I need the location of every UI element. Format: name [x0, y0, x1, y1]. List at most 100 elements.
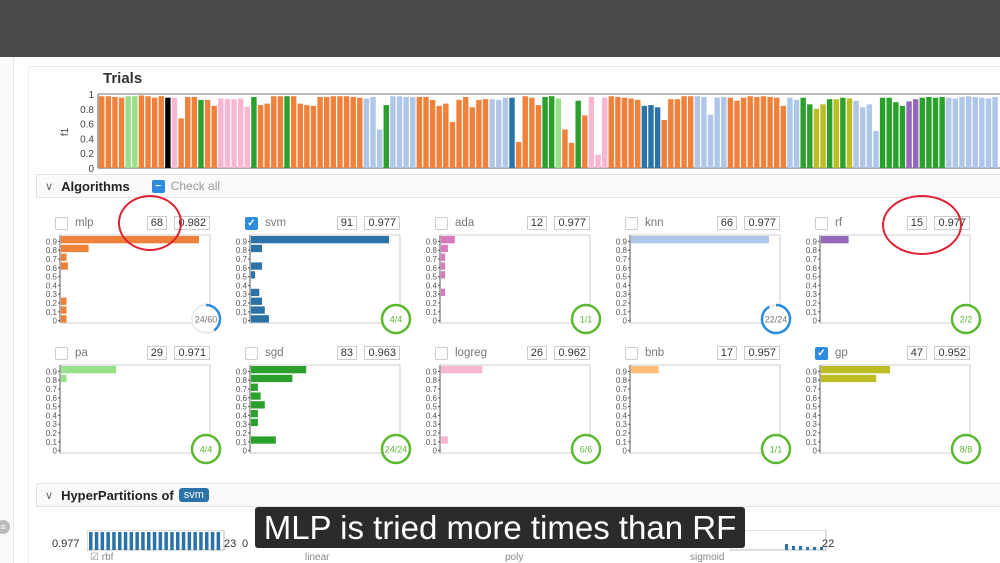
trial-bar[interactable]	[370, 96, 376, 168]
trial-bar[interactable]	[926, 96, 932, 168]
trial-bar[interactable]	[191, 96, 198, 168]
sigmoid-label[interactable]: sigmoid	[690, 552, 725, 563]
trial-bar[interactable]	[893, 102, 899, 168]
hyperpartition-sigmoid[interactable]: 22 sigmoid	[690, 530, 840, 563]
menu-icon[interactable]: ≡	[0, 520, 10, 534]
trial-bar[interactable]	[304, 105, 310, 168]
algorithm-checkbox[interactable]: ✓	[245, 217, 258, 230]
trial-bar[interactable]	[132, 96, 138, 168]
trial-bar[interactable]	[674, 99, 681, 168]
algorithm-checkbox[interactable]	[55, 217, 68, 230]
trial-bar[interactable]	[237, 98, 244, 168]
trial-bar[interactable]	[337, 96, 343, 168]
trial-bar[interactable]	[436, 105, 442, 168]
trial-bar[interactable]	[363, 98, 370, 168]
trial-bar[interactable]	[99, 96, 105, 168]
trial-bar[interactable]	[396, 96, 403, 168]
trial-bar[interactable]	[727, 97, 734, 168]
trial-bar[interactable]	[912, 99, 919, 168]
trial-bar[interactable]	[754, 96, 760, 168]
trial-bar[interactable]	[502, 97, 509, 168]
poly-label[interactable]: poly	[505, 552, 524, 563]
trial-bar[interactable]	[621, 97, 628, 168]
trial-bar[interactable]	[740, 97, 747, 168]
algorithms-section-header[interactable]: ∨ Algorithms − Check all	[36, 174, 1000, 198]
algorithm-checkbox[interactable]	[245, 347, 258, 360]
trial-bar[interactable]	[694, 96, 701, 168]
trial-bar[interactable]	[734, 100, 740, 168]
trial-bar[interactable]	[277, 96, 284, 168]
hyperpartition-rbf[interactable]: 0.977 23 ☑ rbf	[52, 530, 252, 563]
algorithm-checkbox[interactable]: ✓	[815, 347, 828, 360]
trial-bar[interactable]	[456, 99, 462, 168]
algorithm-checkbox[interactable]	[625, 217, 638, 230]
trial-bar[interactable]	[403, 96, 409, 168]
trial-bar[interactable]	[807, 104, 813, 168]
trial-bar[interactable]	[820, 104, 826, 168]
trial-bar[interactable]	[535, 105, 542, 168]
trial-bar[interactable]	[721, 96, 727, 168]
trial-bar[interactable]	[357, 97, 363, 168]
trial-bar[interactable]	[476, 99, 482, 168]
trial-bar[interactable]	[549, 96, 555, 168]
trial-bar[interactable]	[496, 99, 502, 168]
algorithm-checkbox[interactable]	[625, 347, 638, 360]
trial-bar[interactable]	[244, 106, 251, 168]
chevron-down-icon[interactable]: ∨	[45, 489, 54, 502]
trial-bar[interactable]	[760, 96, 767, 168]
trial-bar[interactable]	[661, 119, 667, 168]
check-all-checkbox[interactable]: −	[151, 179, 165, 193]
trial-bar[interactable]	[595, 154, 601, 168]
trial-bar[interactable]	[264, 103, 270, 168]
trial-bar[interactable]	[482, 99, 489, 168]
trial-bar[interactable]	[774, 97, 780, 168]
trial-bar[interactable]	[489, 99, 495, 168]
trial-bar[interactable]	[105, 96, 112, 168]
algorithm-checkbox[interactable]	[435, 347, 448, 360]
trial-bar[interactable]	[767, 96, 773, 168]
trial-bar[interactable]	[185, 96, 191, 168]
trial-bar[interactable]	[231, 99, 237, 168]
trial-bar[interactable]	[601, 97, 608, 168]
trial-bar[interactable]	[979, 97, 985, 168]
trial-bar[interactable]	[899, 105, 906, 168]
trial-bar[interactable]	[158, 96, 164, 168]
trial-bar[interactable]	[860, 107, 866, 168]
trial-bar[interactable]	[151, 97, 158, 168]
trial-bar[interactable]	[257, 105, 264, 168]
trial-bar[interactable]	[410, 96, 416, 168]
trial-bar[interactable]	[826, 99, 833, 168]
trial-bar[interactable]	[919, 97, 926, 168]
trial-bar[interactable]	[582, 115, 588, 168]
trial-bar[interactable]	[204, 99, 211, 168]
trial-bar[interactable]	[416, 96, 423, 168]
trial-bar[interactable]	[793, 99, 800, 168]
trial-bar[interactable]	[112, 96, 118, 168]
trial-bar[interactable]	[787, 97, 793, 168]
trial-bar[interactable]	[290, 96, 297, 168]
trial-bar[interactable]	[509, 97, 515, 168]
trial-bar[interactable]	[390, 96, 396, 168]
trial-bar[interactable]	[932, 97, 939, 168]
trial-bar[interactable]	[271, 96, 277, 168]
trial-bar[interactable]	[145, 96, 151, 168]
trial-bar[interactable]	[681, 96, 687, 168]
trial-bar[interactable]	[853, 100, 859, 168]
trial-bar[interactable]	[138, 95, 145, 168]
linear-label[interactable]: linear	[305, 552, 330, 563]
trial-bar[interactable]	[515, 142, 522, 168]
trial-bar[interactable]	[529, 97, 535, 168]
trial-bar[interactable]	[310, 105, 317, 168]
trial-bar[interactable]	[747, 96, 753, 168]
hyperpartitions-section-header[interactable]: ∨ HyperPartitions of svm	[36, 483, 1000, 507]
trial-bar[interactable]	[846, 98, 853, 168]
trial-bar[interactable]	[178, 118, 184, 168]
trial-bar[interactable]	[608, 96, 614, 168]
trial-bar[interactable]	[118, 97, 125, 168]
trial-bar[interactable]	[568, 142, 575, 168]
trial-bar[interactable]	[939, 96, 945, 168]
trial-bar[interactable]	[879, 97, 886, 168]
trial-bar[interactable]	[462, 96, 469, 168]
